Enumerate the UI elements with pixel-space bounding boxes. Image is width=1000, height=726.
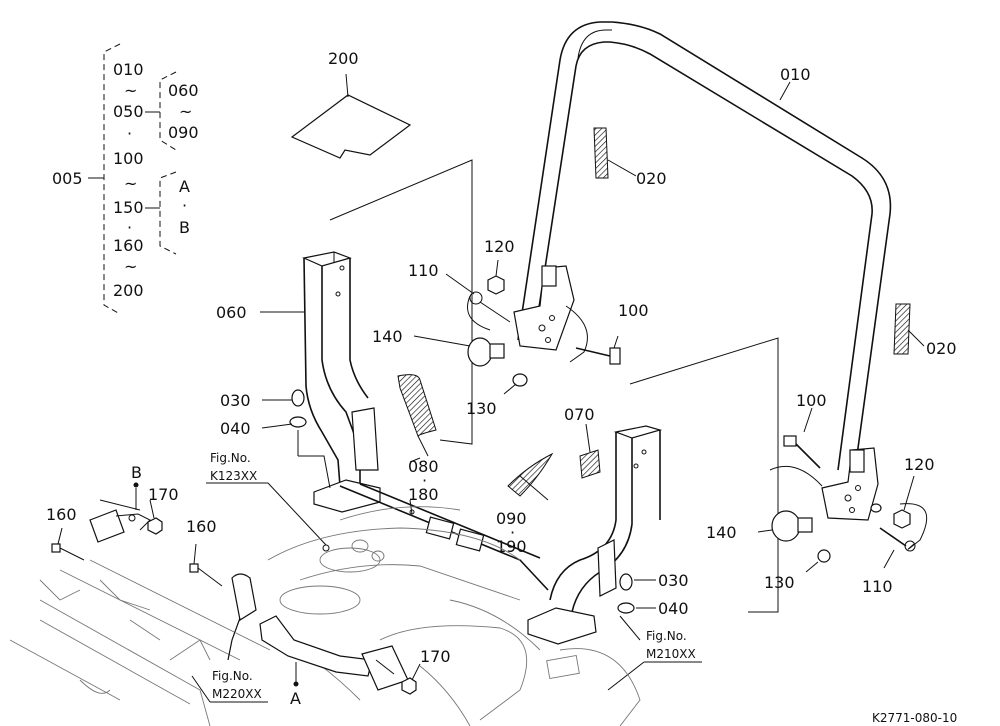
decal-090: 090 · 190 [496, 452, 554, 556]
rops-lower-right-post [527, 337, 779, 645]
label-200: 200 [328, 49, 359, 68]
fig-ref-m210-code: M210XX [646, 647, 696, 661]
bracket-item-160: 160 [113, 236, 144, 255]
label-140-right: 140 [706, 523, 737, 542]
fig-ref-k123-code: K123XX [210, 469, 257, 483]
bracket-item-200: 200 [113, 281, 144, 300]
label-040-left: 040 [220, 419, 251, 438]
label-020-upper: 020 [636, 169, 667, 188]
label-030-right: 030 [658, 571, 689, 590]
decal-200: 200 [290, 49, 412, 159]
rops-lower-left-post: 060 [216, 159, 473, 513]
label-170-lower: 170 [420, 647, 451, 666]
decal-070: 070 [564, 405, 601, 479]
label-120-right: 120 [904, 455, 935, 474]
label-170-upper: 170 [148, 485, 179, 504]
fig-ref-m220: Fig.No. M220XX [191, 669, 268, 703]
fig-ref-m220-title: Fig.No. [212, 669, 253, 683]
bracket-dot: · [127, 124, 132, 143]
label-190: 190 [496, 537, 527, 556]
bracket-dot: · [127, 218, 132, 237]
right-post-fasteners: 030 040 [617, 571, 689, 641]
bracket-root-005: 005 [52, 169, 83, 188]
drawing-code: K2771-080-10 [872, 711, 957, 725]
bracket-tilde: ~ [179, 102, 192, 121]
seat-belt-assembly: B 170 160 160 170 A [9, 463, 451, 726]
label-130-left: 130 [466, 399, 497, 418]
label-130-right: 130 [764, 573, 795, 592]
bracket-item-150: 150 [113, 198, 144, 217]
label-020-right: 020 [926, 339, 957, 358]
bracket-tilde: ~ [124, 257, 137, 276]
label-100-left: 100 [618, 301, 649, 320]
label-070: 070 [564, 405, 595, 424]
bracket-sub-a: A [179, 177, 190, 196]
bracket-tilde: ~ [124, 174, 137, 193]
left-hinge-hardware: 120 110 100 140 130 [372, 237, 649, 418]
label-060: 060 [216, 303, 247, 322]
decal-080: 080 · 180 [397, 374, 439, 504]
fig-ref-k123: Fig.No. K123XX [206, 451, 330, 552]
fig-ref-k123-title: Fig.No. [210, 451, 251, 465]
bracket-sub-090: 090 [168, 123, 199, 142]
label-160-upper: 160 [46, 505, 77, 524]
rops-top-frame: 020 020 010 [513, 21, 957, 521]
label-010: 010 [780, 65, 811, 84]
label-110-right: 110 [862, 577, 893, 596]
bracket-item-010: 010 [113, 60, 144, 79]
label-120-left: 120 [484, 237, 515, 256]
fig-ref-m210: Fig.No. M210XX [607, 629, 702, 691]
label-160-middle: 160 [186, 517, 217, 536]
right-hinge-hardware: 100 120 140 130 110 [706, 391, 935, 596]
bracket-sub-b: B [179, 218, 190, 237]
label-b: B [131, 463, 142, 482]
bracket-item-050: 050 [113, 102, 144, 121]
label-080: 080 [408, 457, 439, 476]
fig-ref-m210-title: Fig.No. [646, 629, 687, 643]
label-090: 090 [496, 509, 527, 528]
left-post-fasteners: 030 040 [220, 389, 331, 489]
label-a: A [290, 689, 301, 708]
fig-ref-m220-code: M220XX [212, 687, 262, 701]
bracket-sub-060: 060 [168, 81, 199, 100]
label-dot: · [510, 523, 515, 542]
label-dot: · [422, 471, 427, 490]
label-100-right: 100 [796, 391, 827, 410]
label-030-left: 030 [220, 391, 251, 410]
bracket-tilde: ~ [124, 81, 137, 100]
bracket-item-100: 100 [113, 149, 144, 168]
assembly-bracket-tree: 005 010 ~ 050 · 100 ~ 150 · 160 ~ 200 06… [52, 43, 199, 315]
bracket-dot: · [182, 196, 187, 215]
label-140-left: 140 [372, 327, 403, 346]
label-110-left: 110 [408, 261, 439, 280]
seat-frame-lines [9, 559, 271, 726]
label-040-right: 040 [658, 599, 689, 618]
label-180: 180 [408, 485, 439, 504]
